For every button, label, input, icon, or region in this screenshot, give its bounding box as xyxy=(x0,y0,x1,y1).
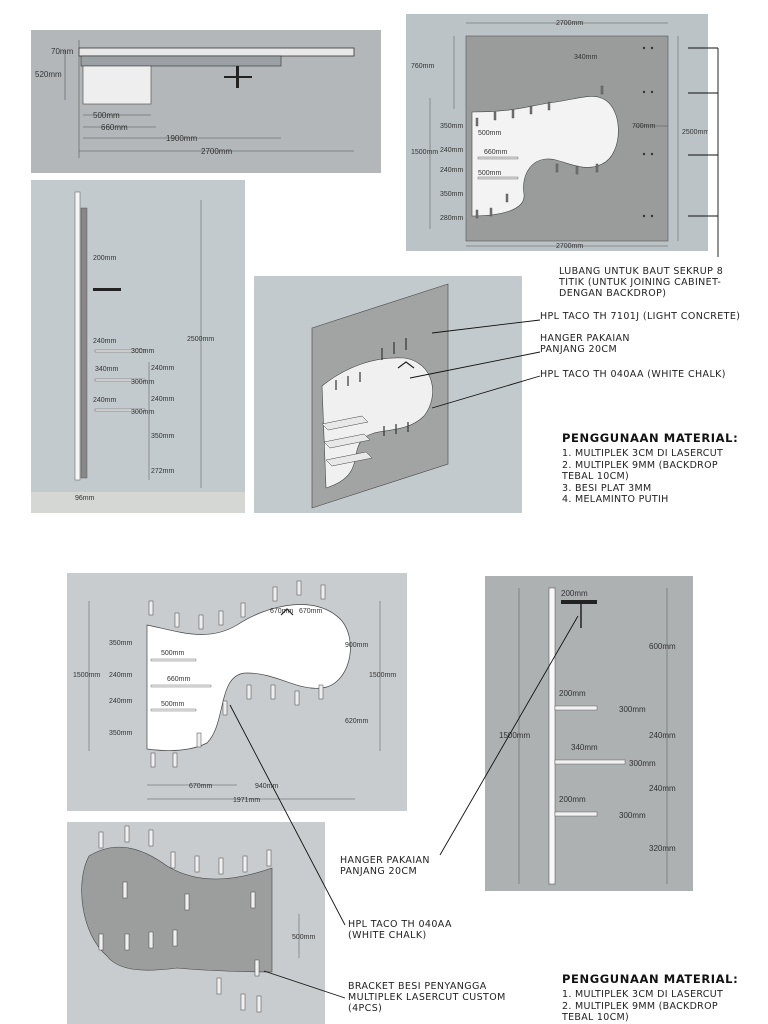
fv-dim-3: 700mm xyxy=(632,123,656,130)
fvb-dim-2: 350mm xyxy=(109,640,133,647)
perspective-panel xyxy=(254,276,522,513)
fv-dim-14: 2700mm xyxy=(556,243,583,250)
sv-dim-11: 200mm xyxy=(93,255,117,262)
fv-dim-10: 280mm xyxy=(440,215,464,222)
dim-500: 500mm xyxy=(93,111,120,120)
side-view-bottom-drawing: 200mm 600mm 200mm 300mm 1500mm 340mm 300… xyxy=(499,587,676,885)
sv-dim-2: 240mm xyxy=(151,396,175,403)
side-view-top-drawing: 2500mm 240mm 240mm 350mm 272mm 340mm 300… xyxy=(31,191,245,513)
sv-dim-9: 240mm xyxy=(93,338,117,345)
fv-dim-7: 240mm xyxy=(440,147,464,154)
material-item: 4. MELAMINTO PUTIH xyxy=(562,494,669,505)
svb-dim-6: 300mm xyxy=(629,759,656,768)
material-item: 1. MULTIPLEK 3CM DI LASERCUT xyxy=(562,989,724,1000)
top-view-panel: 70mm 520mm 500mm 660mm 1900mm 2700mm xyxy=(31,30,381,173)
fvb-dim-12: 620mm xyxy=(345,718,369,725)
dim-520: 520mm xyxy=(35,70,62,79)
sv-dim-12: 96mm xyxy=(75,495,95,502)
sv-dim-10: 240mm xyxy=(93,397,117,404)
sv-dim-5: 340mm xyxy=(95,366,119,373)
fv-dim-6: 350mm xyxy=(440,123,464,130)
fvb-dim-14: 940mm xyxy=(255,783,279,790)
fv-dim-13: 500mm xyxy=(478,170,502,177)
fvb-dim-9: 1500mm xyxy=(73,672,100,679)
dim-660: 660mm xyxy=(101,123,128,132)
fvb-dim-0: 670mm xyxy=(270,608,294,615)
front-view-top-drawing: 2700mm 340mm 760mm 700mm 2500mm 1500mm 3… xyxy=(411,20,708,250)
fvb-dim-1: 670mm xyxy=(299,608,323,615)
material-item: 3. BESI PLAT 3MM xyxy=(562,482,652,494)
fvb-dim-10: 900mm xyxy=(345,642,369,649)
fv-dim-9: 350mm xyxy=(440,191,464,198)
svb-dim-2: 200mm xyxy=(559,689,586,698)
dim-2700: 2700mm xyxy=(201,147,232,156)
front-view-bottom-panel: 670mm 670mm 350mm 500mm 240mm 660mm 240m… xyxy=(67,573,407,811)
fv-dim-8: 240mm xyxy=(440,167,464,174)
hpl-chalk-note-top: HPL TACO TH 040AA (WHITE CHALK) xyxy=(540,369,726,380)
svb-dim-7: 240mm xyxy=(649,731,676,740)
fv-dim-1: 340mm xyxy=(574,54,598,61)
fvb-dim-11: 1500mm xyxy=(369,672,396,679)
dim-70: 70mm xyxy=(51,47,74,56)
fvb-dim-5: 660mm xyxy=(167,676,191,683)
svb-dim-1: 600mm xyxy=(649,642,676,651)
side-view-top-panel: 2500mm 240mm 240mm 350mm 272mm 340mm 300… xyxy=(31,180,245,513)
fvb-dim-3: 500mm xyxy=(161,650,185,657)
bv-dim-0: 500mm xyxy=(292,934,316,941)
front-view-top-panel: 2700mm 340mm 760mm 700mm 2500mm 1500mm 3… xyxy=(406,14,708,251)
svb-dim-3: 300mm xyxy=(619,705,646,714)
front-view-bottom-drawing: 670mm 670mm 350mm 500mm 240mm 660mm 240m… xyxy=(73,580,396,804)
perspective-drawing xyxy=(311,283,449,509)
material-item: 2. MULTIPLEK 9MM (BACKDROP TEBAL 10CM) xyxy=(562,1000,718,1024)
sv-dim-6: 300mm xyxy=(131,348,155,355)
sv-dim-4: 272mm xyxy=(151,468,175,475)
fv-dim-5: 1500mm xyxy=(411,149,438,156)
svb-dim-8: 200mm xyxy=(559,795,586,804)
fv-dim-4: 2500mm xyxy=(682,129,708,136)
bracket-note: BRACKET BESI PENYANGGA MULTIPLEK LASERCU… xyxy=(348,981,506,1014)
fvb-dim-4: 240mm xyxy=(109,672,133,679)
svb-dim-5: 340mm xyxy=(571,743,598,752)
sv-dim-0: 2500mm xyxy=(187,336,214,343)
fv-dim-0: 2700mm xyxy=(556,20,583,27)
bolt-hole-note: LUBANG UNTUK BAUT SEKRUP 8 TITIK (UNTUK … xyxy=(559,266,724,299)
top-view-drawing: 70mm 520mm 500mm 660mm 1900mm 2700mm xyxy=(35,40,355,158)
svb-dim-9: 300mm xyxy=(619,811,646,820)
sv-dim-8: 300mm xyxy=(131,409,155,416)
sv-dim-7: 300mm xyxy=(131,379,155,386)
fvb-dim-8: 350mm xyxy=(109,730,133,737)
materials-list-bottom: 1. MULTIPLEK 3CM DI LASERCUT 2. MULTIPLE… xyxy=(562,989,742,1024)
fvb-dim-7: 500mm xyxy=(161,701,185,708)
fv-dim-2: 760mm xyxy=(411,63,435,70)
materials-title-bottom: PENGGUNAAN MATERIAL: xyxy=(562,972,739,986)
fvb-dim-6: 240mm xyxy=(109,698,133,705)
svb-dim-11: 320mm xyxy=(649,844,676,853)
materials-title-top: PENGGUNAAN MATERIAL: xyxy=(562,431,739,445)
material-item: 2. MULTIPLEK 9MM (BACKDROP TEBAL 10CM) xyxy=(562,459,718,483)
fv-dim-11: 500mm xyxy=(478,130,502,137)
svb-dim-10: 240mm xyxy=(649,784,676,793)
fvb-dim-13: 670mm xyxy=(189,783,213,790)
hpl-chalk-note-bottom: HPL TACO TH 040AA (WHITE CHALK) xyxy=(348,919,452,941)
dim-1900: 1900mm xyxy=(166,134,197,143)
sv-dim-3: 350mm xyxy=(151,433,175,440)
back-view-bottom-panel: 500mm xyxy=(67,822,325,1024)
svb-dim-4: 1500mm xyxy=(499,731,530,740)
sv-dim-1: 240mm xyxy=(151,365,175,372)
side-view-bottom-panel: 200mm 600mm 200mm 300mm 1500mm 340mm 300… xyxy=(485,576,693,891)
material-item: 1. MULTIPLEK 3CM DI LASERCUT xyxy=(562,448,724,459)
svb-dim-0: 200mm xyxy=(561,589,588,598)
materials-list-top: 1. MULTIPLEK 3CM DI LASERCUT 2. MULTIPLE… xyxy=(562,448,742,506)
hpl-concrete-note: HPL TACO TH 7101J (LIGHT CONCRETE) xyxy=(540,311,741,322)
fv-dim-12: 660mm xyxy=(484,149,508,156)
hanger-note-bottom: HANGER PAKAIAN PANJANG 20CM xyxy=(340,855,430,877)
fvb-dim-15: 1971mm xyxy=(233,797,260,804)
back-view-bottom-drawing: 500mm xyxy=(81,825,316,1013)
hanger-note-top: HANGER PAKAIAN PANJANG 20CM xyxy=(540,333,630,355)
